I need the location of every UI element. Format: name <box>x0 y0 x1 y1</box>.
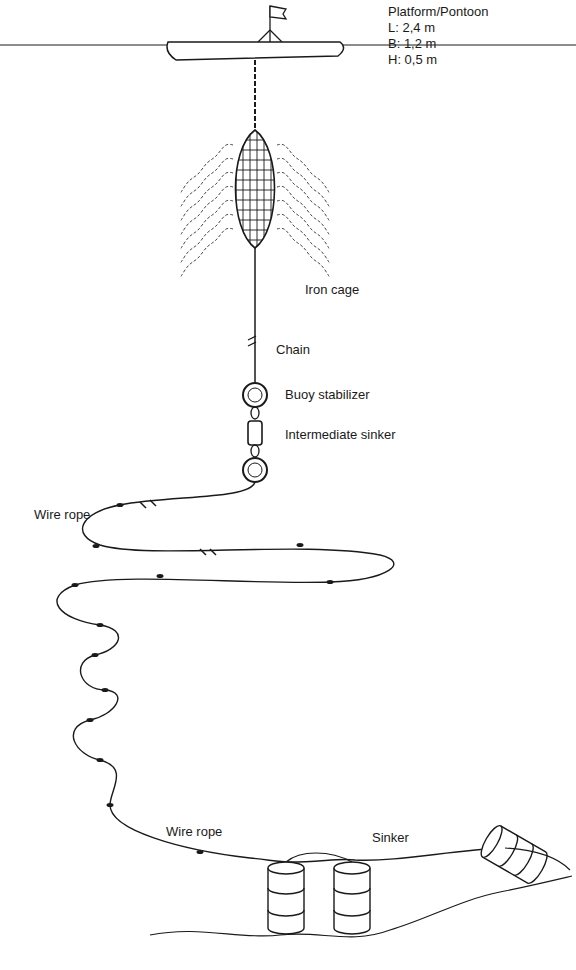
seabed <box>150 876 572 937</box>
part-label: Wire rope <box>34 507 90 523</box>
dimension-label: L: 2,4 m <box>388 20 435 36</box>
pontoon <box>167 42 344 60</box>
buoy-stabilizer <box>243 383 267 407</box>
platform-label: Platform/Pontoon <box>388 4 488 20</box>
barrel-sinker <box>477 823 550 886</box>
buoy-stabilizer <box>243 458 267 482</box>
barrel-sinker <box>334 862 370 934</box>
part-label: Buoy stabilizer <box>285 387 370 403</box>
part-label: Wire rope <box>166 824 222 840</box>
part-label: Intermediate sinker <box>285 427 396 443</box>
chain <box>254 60 256 130</box>
barrel-sinker <box>268 862 304 934</box>
dimension-label: H: 0,5 m <box>388 52 437 68</box>
part-label: Iron cage <box>305 282 359 298</box>
iron-cage <box>228 128 282 250</box>
dimension-label: B: 1,2 m <box>388 36 436 52</box>
flag <box>258 6 286 42</box>
part-label: Sinker <box>372 830 409 846</box>
part-label: Chain <box>276 342 310 358</box>
chain <box>254 248 256 382</box>
wire-rope <box>57 482 505 862</box>
intermediate-sinker <box>248 421 262 445</box>
